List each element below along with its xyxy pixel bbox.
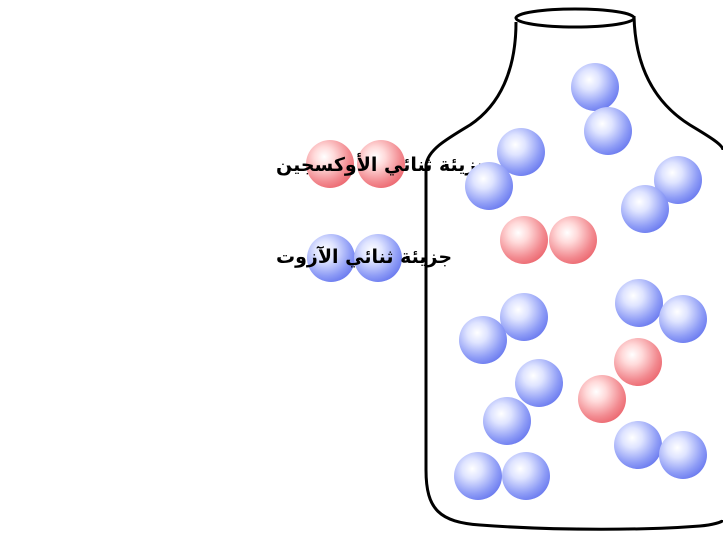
nitrogen-atom xyxy=(500,293,548,341)
nitrogen-atom xyxy=(584,107,632,155)
legend-oxygen-label: جزيئة ثنائي الأوكسجين xyxy=(276,153,491,176)
nitrogen-molecule xyxy=(483,359,563,445)
oxygen-molecule xyxy=(500,216,597,264)
nitrogen-atom xyxy=(659,295,707,343)
legend-oxygen-atom xyxy=(306,140,354,188)
legend-nitrogen-label: جزيئة ثنائي الآزوت xyxy=(276,245,452,268)
nitrogen-atom xyxy=(502,452,550,500)
jar-rim xyxy=(514,7,636,29)
nitrogen-atom xyxy=(465,162,513,210)
nitrogen-molecule xyxy=(459,293,548,364)
nitrogen-molecule xyxy=(614,421,707,479)
jar-outline xyxy=(424,15,723,531)
nitrogen-atom xyxy=(515,359,563,407)
nitrogen-atom xyxy=(483,397,531,445)
nitrogen-atom xyxy=(571,63,619,111)
legend-oxygen: جزيئة ثنائي الأوكسجين xyxy=(276,140,491,188)
oxygen-molecule xyxy=(578,338,662,423)
nitrogen-atom xyxy=(459,316,507,364)
nitrogen-atom xyxy=(659,431,707,479)
nitrogen-atom xyxy=(497,128,545,176)
jar-molecules xyxy=(454,63,707,500)
legend-nitrogen-atom xyxy=(307,234,355,282)
nitrogen-atom xyxy=(654,156,702,204)
gas-jar xyxy=(424,7,723,531)
nitrogen-molecule xyxy=(465,128,545,210)
oxygen-atom xyxy=(614,338,662,386)
nitrogen-molecule xyxy=(571,63,632,155)
nitrogen-atom xyxy=(615,279,663,327)
oxygen-atom xyxy=(549,216,597,264)
legend-oxygen-atom xyxy=(357,140,405,188)
nitrogen-molecule xyxy=(615,279,707,343)
legend-nitrogen-atom xyxy=(354,234,402,282)
nitrogen-molecule xyxy=(454,452,550,500)
nitrogen-atom xyxy=(454,452,502,500)
legend: جزيئة ثنائي الأوكسجين جزيئة ثنائي الآزوت xyxy=(276,140,491,282)
nitrogen-atom xyxy=(621,185,669,233)
nitrogen-molecule xyxy=(621,156,702,233)
oxygen-atom xyxy=(500,216,548,264)
nitrogen-atom xyxy=(614,421,662,469)
legend-nitrogen: جزيئة ثنائي الآزوت xyxy=(276,234,452,282)
oxygen-atom xyxy=(578,375,626,423)
